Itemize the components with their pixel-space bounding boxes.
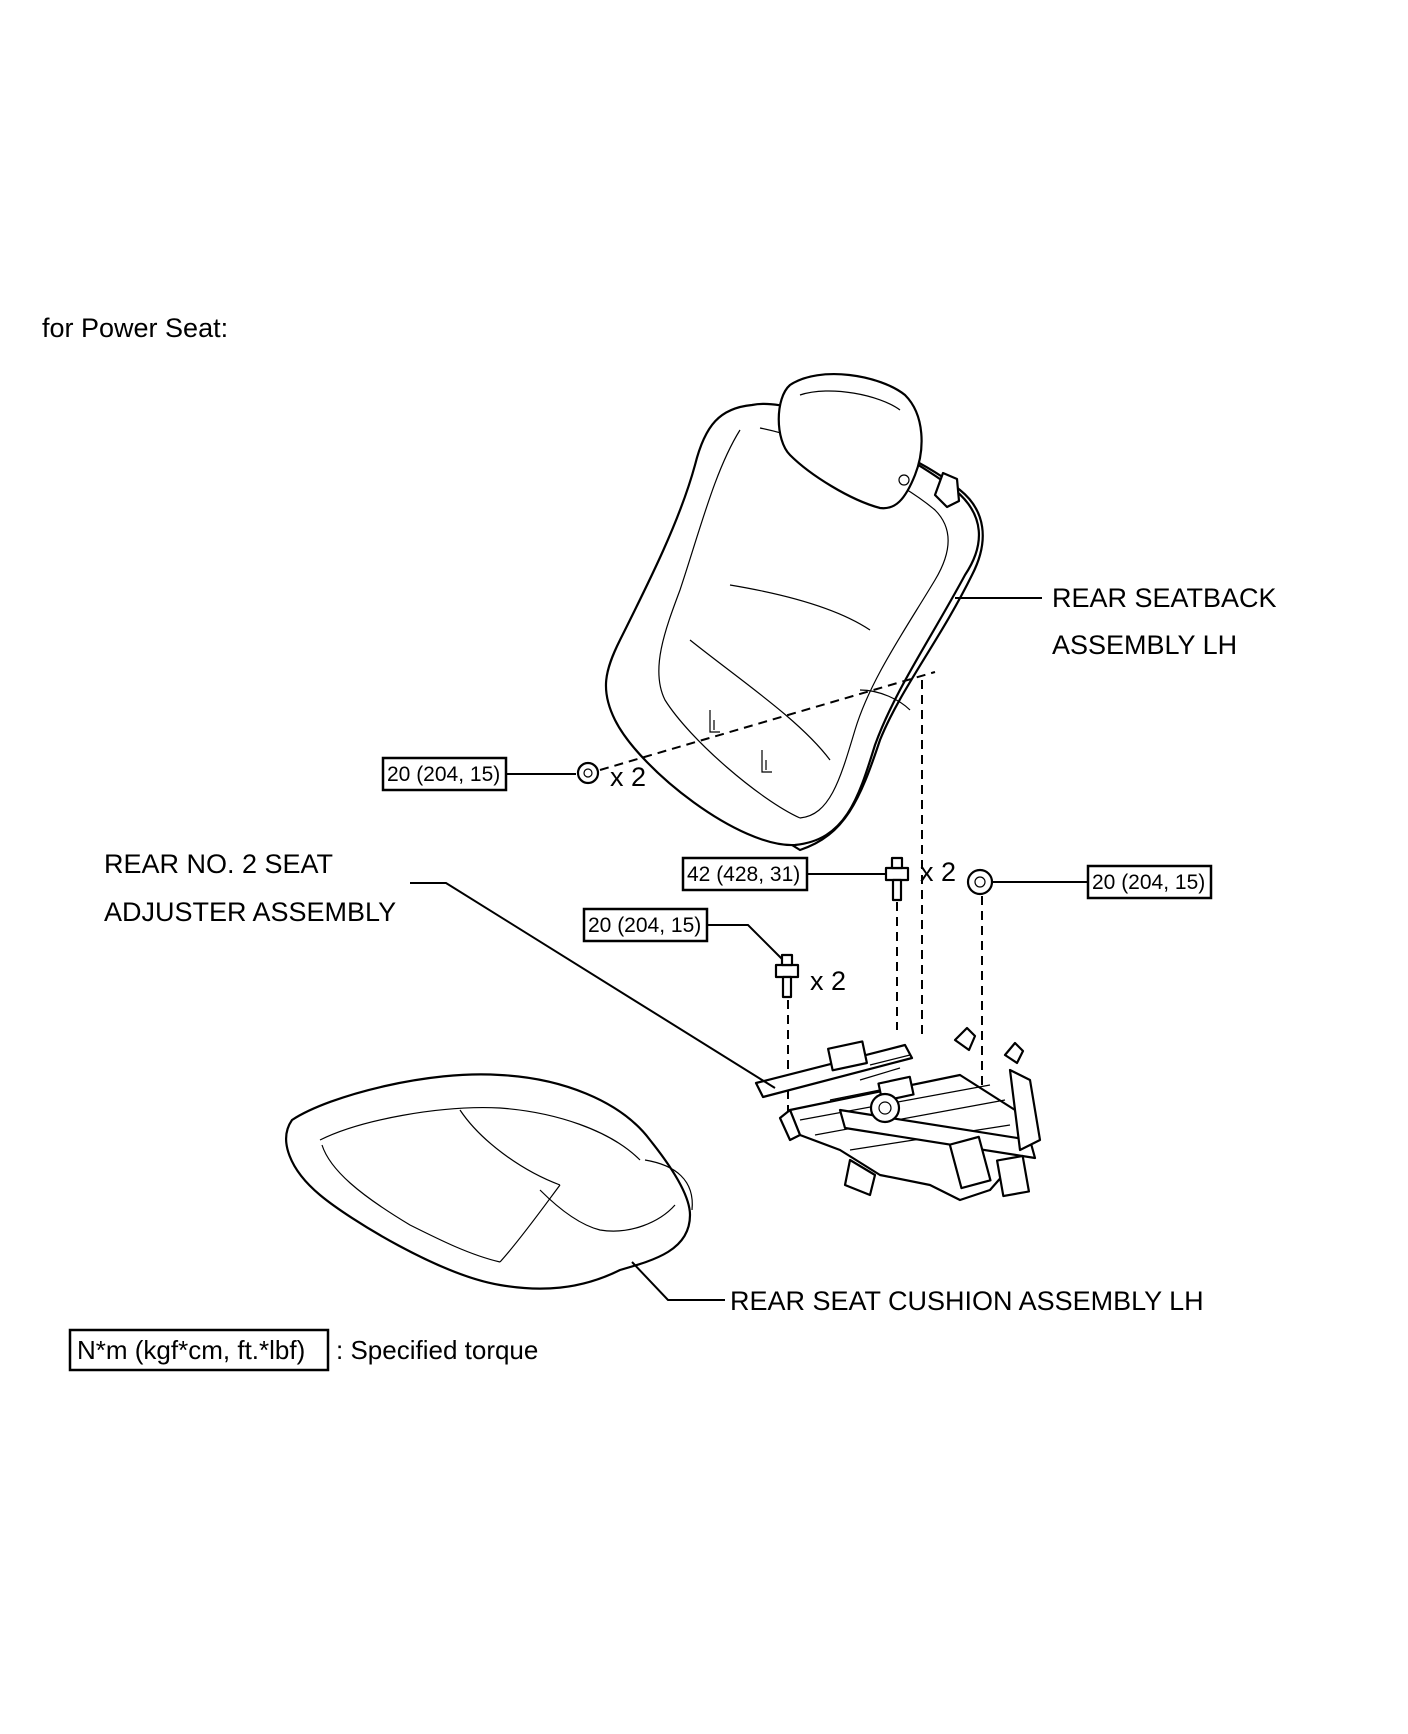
seatback-label-line2: ASSEMBLY LH bbox=[1052, 630, 1237, 660]
rear-seat-cushion-drawing bbox=[285, 1073, 693, 1290]
torque-seatback-nut: 20 (204, 15) bbox=[387, 763, 500, 786]
nut-icon-right bbox=[966, 868, 994, 896]
torque-center-bolt: 42 (428, 31) bbox=[687, 863, 800, 886]
page-title: for Power Seat: bbox=[42, 313, 228, 343]
seatback-label-line1: REAR SEATBACK bbox=[1052, 583, 1277, 613]
legend-unit-box bbox=[68, 1328, 330, 1372]
torque-right-nut: 20 (204, 15) bbox=[1092, 871, 1205, 894]
bolt-icon-left bbox=[774, 953, 800, 999]
legend-unit: N*m (kgf*cm, ft.*lbf) bbox=[77, 1335, 305, 1365]
torque-left-bolt: 20 (204, 15) bbox=[588, 914, 701, 937]
torque-box-right-nut bbox=[1086, 864, 1213, 900]
legend-description: : Specified torque bbox=[336, 1335, 538, 1365]
left-bolt-qty: x 2 bbox=[810, 966, 846, 996]
nut-icon bbox=[576, 761, 600, 785]
torque-box-seatback-nut bbox=[381, 756, 508, 792]
bolt-icon bbox=[884, 856, 910, 902]
cushion-label: REAR SEAT CUSHION ASSEMBLY LH bbox=[730, 1286, 1204, 1316]
center-bolt-qty: x 2 bbox=[920, 857, 956, 887]
rear-seatback-drawing bbox=[604, 373, 984, 852]
seat-adjuster-drawing bbox=[754, 1026, 1042, 1202]
adjuster-label-line1: REAR NO. 2 SEAT bbox=[104, 849, 333, 879]
seatback-nut-qty: x 2 bbox=[610, 762, 646, 792]
adjuster-label-line2: ADJUSTER ASSEMBLY bbox=[104, 897, 396, 927]
